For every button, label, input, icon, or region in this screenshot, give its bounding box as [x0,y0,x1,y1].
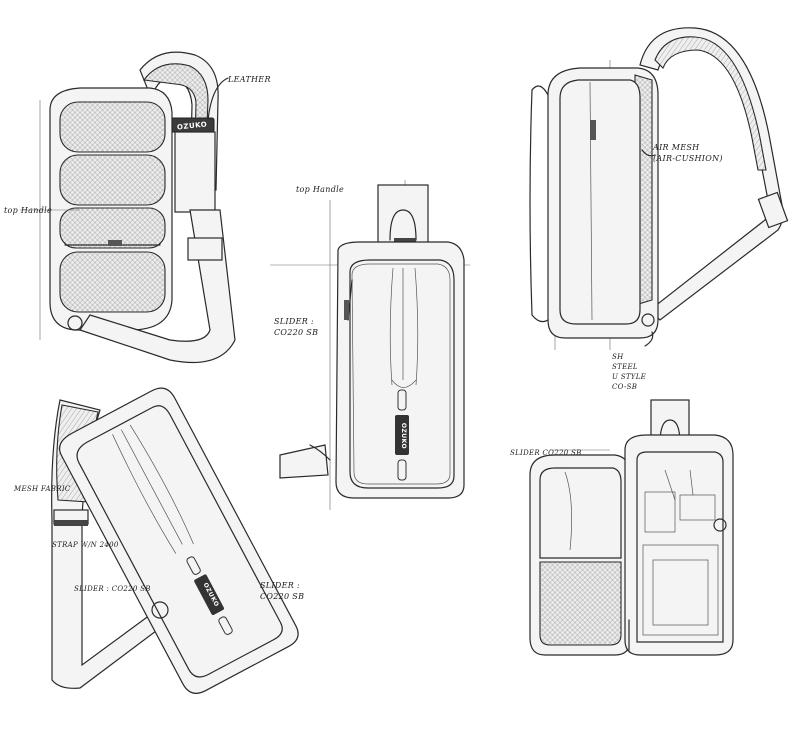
annotation-top-handle-center: top Handle [296,185,345,194]
sketch-tilted-view: OZUKO [30,370,299,700]
annotation-side-note-4: CO-SB [612,383,638,391]
annotation-slider-center: SLIDER : CO220 SB [274,316,318,338]
annotation-side-note-2: STEEL [612,363,638,371]
annotation-slider-open: SLIDER CO220 SB [510,449,582,457]
annotation-air-mesh: AIR MESH (AIR-CUSHION) [653,142,723,164]
sketch-back-view: OZUKO [20,40,260,370]
annotation-slider-right-label: SLIDER : [260,581,300,590]
sketch-open-view [525,399,745,660]
annotation-side-note-1: SH [612,353,624,361]
annotation-steel-u-style: SH STEEL U STYLE CO-SB [612,352,646,392]
svg-text:OZUKO: OZUKO [177,120,208,131]
annotation-slider-right: SLIDER : CO220 SB [260,580,304,602]
annotation-slider-left: SLIDER : CO220 SB [74,585,151,593]
sketch-side-view [520,20,790,350]
annotation-mesh-fabric: MESH FABRIC [14,485,71,493]
annotation-leather: LEATHER [228,75,271,84]
annotation-strap: STRAP W/N 2400 [52,541,119,549]
annotation-slider-center-label: SLIDER : [274,317,314,326]
annotation-air-mesh-sub: (AIR-CUSHION) [653,154,723,163]
annotation-side-note-3: U STYLE [612,373,647,381]
sketch-front-view: OZUKO [270,180,470,510]
annotation-top-handle-left: top Handle [4,206,53,215]
annotation-slider-center-code: CO220 SB [274,328,319,337]
annotation-air-mesh-label: AIR MESH [653,143,700,152]
svg-text:OZUKO: OZUKO [400,423,407,449]
annotation-slider-right-code: CO220 SB [260,592,305,601]
